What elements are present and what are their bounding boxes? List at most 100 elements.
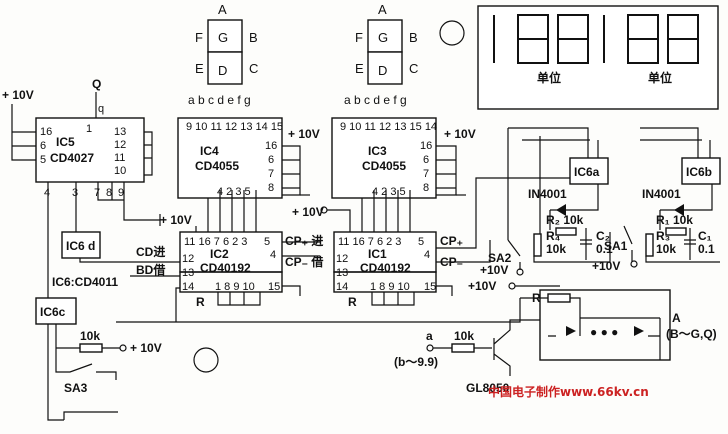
label-plus10v-sa2: +10V xyxy=(480,263,508,277)
label-plus10v-ic1: + 10V xyxy=(292,205,324,219)
svg-text:12: 12 xyxy=(114,139,126,151)
digit-2 xyxy=(557,14,589,64)
label-sa3: SA3 xyxy=(64,381,88,395)
svg-text:13: 13 xyxy=(114,126,126,138)
svg-text:9 10 11 12 13 15 14: 9 10 11 12 13 15 14 xyxy=(340,121,437,133)
svg-text:14: 14 xyxy=(182,281,194,293)
label-plus10v-sa3: + 10V xyxy=(130,341,162,355)
svg-text:8: 8 xyxy=(423,182,429,194)
svg-text:IC1: IC1 xyxy=(368,247,387,261)
switch-sa1[interactable] xyxy=(623,225,633,262)
svg-text:13: 13 xyxy=(182,267,194,279)
svg-text:a b c d e f g: a b c d e f g xyxy=(188,93,251,107)
label-cd-jin: CD进 xyxy=(136,244,165,259)
svg-text:5: 5 xyxy=(418,236,424,248)
label-plus10v-ic2: + 10V xyxy=(160,213,192,227)
svg-text:7: 7 xyxy=(423,168,429,180)
label-cp-plus: CP₊ xyxy=(440,234,463,248)
digit-3 xyxy=(627,14,659,64)
svg-text:B: B xyxy=(409,30,418,45)
svg-text:IC6b: IC6b xyxy=(686,165,712,179)
svg-text:6: 6 xyxy=(40,140,46,152)
label-plus10v-left: + 10V xyxy=(2,88,34,102)
svg-text:10: 10 xyxy=(114,165,126,177)
segment-legend-right: A G D F E B C xyxy=(355,2,418,85)
svg-text:a b c d e f g: a b c d e f g xyxy=(344,93,407,107)
led-display-panel xyxy=(477,5,719,110)
digit-4 xyxy=(667,14,699,64)
svg-text:IC2: IC2 xyxy=(210,247,229,261)
svg-text:IC5: IC5 xyxy=(56,135,75,149)
svg-text:12: 12 xyxy=(336,253,348,265)
label-r10k-sa3: 10k xyxy=(80,329,100,343)
label-plus10v-ic4: + 10V xyxy=(288,127,320,141)
digit-1 xyxy=(517,14,549,64)
svg-text:8: 8 xyxy=(268,182,274,194)
mount-hole-bottom xyxy=(193,347,219,373)
svg-text:A: A xyxy=(218,2,227,17)
svg-text:7: 7 xyxy=(268,168,274,180)
svg-text:A: A xyxy=(378,2,387,17)
svg-text:IC4: IC4 xyxy=(200,144,219,158)
ic3-chip: a b c d e f g 9 10 11 12 13 15 14 IC3 CD… xyxy=(331,93,437,199)
svg-text:15: 15 xyxy=(424,281,436,293)
svg-text:C: C xyxy=(249,61,258,76)
svg-text:4: 4 xyxy=(270,249,276,261)
segment-legend-left: A G D F E B C xyxy=(195,2,258,85)
ic6b-gate: IC6b xyxy=(681,157,721,185)
label-plus10v-sa1: +10V xyxy=(592,259,620,273)
display-unit-right: 单位 xyxy=(648,70,672,85)
svg-text:1 8 9 10: 1 8 9 10 xyxy=(215,281,255,293)
label-plus10v-ic3: + 10V xyxy=(444,127,476,141)
svg-text:IC6 d: IC6 d xyxy=(66,239,95,253)
label-in4001-b: IN4001 xyxy=(642,187,681,201)
watermark: 中国电子制作www.66kv.cn xyxy=(488,384,649,399)
svg-text:CD40192: CD40192 xyxy=(360,261,411,275)
mount-hole-top xyxy=(439,20,465,46)
label-cp-minus-jie: CP₋ 借 xyxy=(285,254,323,269)
svg-text:4: 4 xyxy=(424,249,430,261)
label-c2-value: 0.1 xyxy=(596,242,613,256)
ic5-chip: Q q 1 IC5 CD4027 16 6 5 13 12 11 10 4 3 … xyxy=(35,77,145,199)
svg-text:3: 3 xyxy=(72,187,78,199)
svg-text:11 16 7 6 2 3: 11 16 7 6 2 3 xyxy=(184,236,247,248)
led-1 xyxy=(566,326,576,336)
label-c1-value: 0.1 xyxy=(698,242,715,256)
svg-text:5: 5 xyxy=(40,154,46,166)
svg-text:1 8 9 10: 1 8 9 10 xyxy=(370,281,410,293)
svg-text:4 2 3 5: 4 2 3 5 xyxy=(217,186,251,198)
svg-text:CD4055: CD4055 xyxy=(362,159,406,173)
svg-text:11: 11 xyxy=(114,152,125,164)
svg-text:CD40192: CD40192 xyxy=(200,261,251,275)
label-c1: C₁ xyxy=(698,229,712,243)
svg-text:R: R xyxy=(348,295,357,309)
switch-sa3[interactable] xyxy=(60,363,118,420)
svg-text:15: 15 xyxy=(268,281,280,293)
svg-text:13: 13 xyxy=(336,267,348,279)
svg-text:E: E xyxy=(355,61,364,76)
ic1-chip: 11 16 7 6 2 3 5 4 IC1 CD40192 12 13 14 1… xyxy=(333,231,437,309)
svg-text:F: F xyxy=(195,30,203,45)
label-r4: R₄ xyxy=(546,229,561,243)
svg-text:4 2 3 5: 4 2 3 5 xyxy=(372,186,406,198)
label-in4001-a: IN4001 xyxy=(528,187,567,201)
svg-text:14: 14 xyxy=(336,281,348,293)
label-sa2: SA2 xyxy=(488,251,512,265)
svg-text:G: G xyxy=(378,30,388,45)
ic2-chip: 11 16 7 6 2 3 5 4 IC2 CD40192 12 13 14 1… xyxy=(179,231,283,309)
label-r3-value: 10k xyxy=(656,242,676,256)
label-r1: R₁ 10k xyxy=(656,213,693,227)
diode-a xyxy=(556,204,566,216)
label-bd-jie: BD借 xyxy=(136,262,165,277)
svg-text:6: 6 xyxy=(268,154,274,166)
ic6a-gate: IC6a xyxy=(569,157,609,185)
svg-text:F: F xyxy=(355,30,363,45)
svg-text:16: 16 xyxy=(265,140,277,152)
svg-text:E: E xyxy=(195,61,204,76)
label-a-out: A xyxy=(672,311,681,325)
display-unit-left: 单位 xyxy=(537,70,561,85)
label-r3: R₃ xyxy=(656,229,670,243)
diode-b xyxy=(674,204,684,216)
